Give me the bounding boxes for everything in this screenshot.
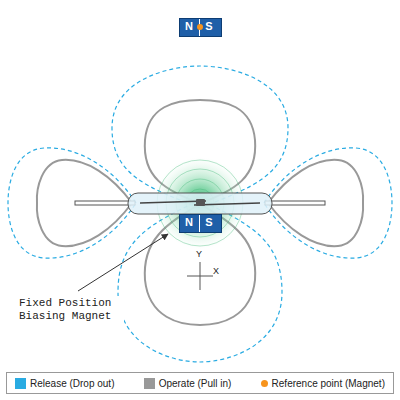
legend-swatch xyxy=(261,380,268,387)
lead-wire xyxy=(265,201,325,205)
release-contour xyxy=(8,66,392,362)
axis-label: Y xyxy=(196,249,202,259)
axis-cross xyxy=(187,262,213,290)
reed-switch xyxy=(75,193,325,214)
lead-wire xyxy=(75,201,135,205)
legend-item: Reference point (Magnet) xyxy=(261,378,385,389)
legend-swatch xyxy=(15,378,26,389)
callout-label: Fixed Position Biasing Magnet xyxy=(18,296,124,324)
axis-label: X xyxy=(213,266,219,276)
magnet-block: NS xyxy=(179,18,222,37)
leader-arrow xyxy=(78,234,168,291)
legend-swatch xyxy=(144,378,155,389)
glass-tube xyxy=(128,193,272,214)
legend-box: Release (Drop out) Operate (Pull in) Refer… xyxy=(6,372,394,394)
legend-item: Operate (Pull in) xyxy=(144,378,232,389)
release-lobe xyxy=(8,148,136,258)
operate-contour xyxy=(37,100,363,325)
magnet-pole: N xyxy=(180,215,199,232)
magnet-pole: N xyxy=(180,19,199,36)
magnet-block: NS xyxy=(179,214,222,233)
legend-text: Reference point (Magnet) xyxy=(272,378,385,389)
reference-point-dot xyxy=(197,24,203,30)
legend-item: Release (Drop out) xyxy=(15,378,114,389)
legend-text: Operate (Pull in) xyxy=(159,378,232,389)
legend-text: Release (Drop out) xyxy=(30,378,114,389)
contact xyxy=(196,199,205,206)
release-lobe xyxy=(264,148,392,258)
release-lobe xyxy=(118,200,282,362)
magnet-pole: S xyxy=(199,215,219,232)
